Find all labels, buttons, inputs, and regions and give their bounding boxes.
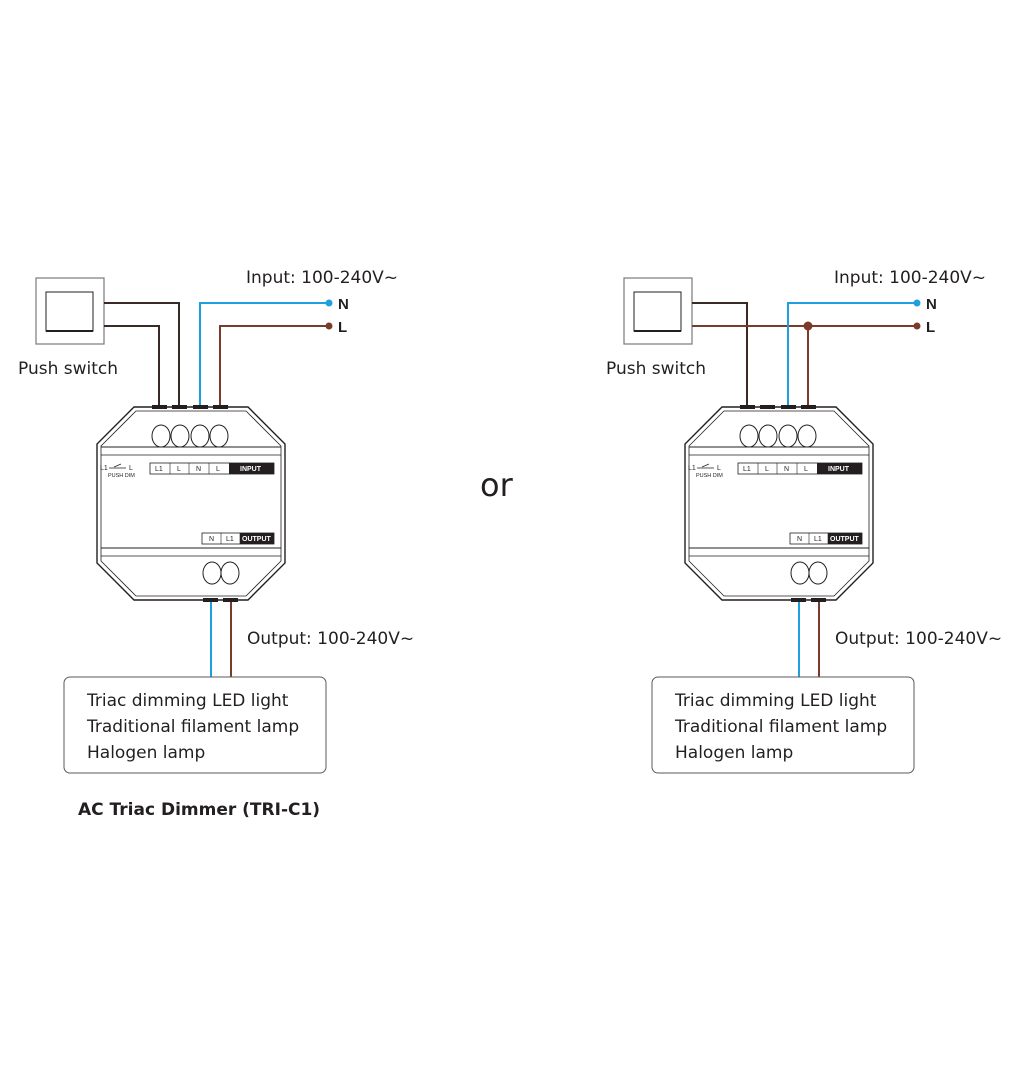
live-input-wire [219, 325, 329, 407]
neutral-terminal-dot [325, 299, 333, 307]
input-n-label: N [338, 296, 349, 313]
output-terminal-strip: N L1 OUTPUT [789, 532, 863, 545]
load-item: Triac dimming LED light [86, 691, 289, 711]
push-switch [623, 277, 693, 345]
push-switch-label: Push switch [606, 359, 706, 379]
input-terminal-3: N [784, 466, 789, 473]
input-terminal-2: L [177, 466, 181, 473]
input-terminal-3: N [196, 466, 201, 473]
switch-legend-sub: PUSH DIM [696, 473, 723, 479]
input-voltage-label: Input: 100-240V~ [246, 268, 398, 288]
input-terminal-1: L1 [743, 466, 751, 473]
input-n-label: N [926, 296, 937, 313]
output-terminal-strip: N L1 OUTPUT [201, 532, 275, 545]
input-terminal-strip: L1 L N L INPUT [737, 462, 863, 475]
switch-legend-l: L [717, 465, 721, 472]
output-terminal-1: N [797, 536, 802, 543]
input-terminal-4: L [804, 466, 808, 473]
input-terminal-2: L [765, 466, 769, 473]
load-item: Halogen lamp [675, 743, 793, 763]
live-terminal-dot [325, 322, 333, 330]
neutral-input-wire [199, 302, 329, 407]
load-item: Triac dimming LED light [674, 691, 877, 711]
load-box: Triac dimming LED light Traditional fila… [63, 676, 327, 774]
or-separator: or [480, 466, 514, 504]
output-tag: OUTPUT [830, 536, 860, 543]
switch-legend-sub: PUSH DIM [108, 473, 135, 479]
input-terminal-1: L1 [155, 466, 163, 473]
input-l-label: L [926, 319, 935, 336]
load-item: Halogen lamp [87, 743, 205, 763]
input-tag: INPUT [240, 466, 262, 473]
live-terminal-dot [913, 322, 921, 330]
output-terminal-1: N [209, 536, 214, 543]
switch-wire-l1 [692, 302, 748, 407]
input-voltage-label: Input: 100-240V~ [834, 268, 986, 288]
load-box: Triac dimming LED light Traditional fila… [651, 676, 915, 774]
output-voltage-label: Output: 100-240V~ [247, 629, 414, 649]
dimmer-device: L1 L PUSH DIM L1 L N L INPUT [684, 405, 874, 602]
input-terminal-4: L [216, 466, 220, 473]
output-voltage-label: Output: 100-240V~ [835, 629, 1002, 649]
load-item: Traditional filament lamp [674, 717, 887, 737]
switch-legend-l1: L1 [100, 465, 108, 472]
load-item: Traditional filament lamp [86, 717, 299, 737]
live-junction-dot [803, 321, 813, 331]
switch-wire-l [104, 325, 160, 407]
switch-wire-l1 [104, 302, 180, 407]
output-terminal-2: L1 [814, 536, 822, 543]
input-tag: INPUT [828, 466, 850, 473]
output-terminal-2: L1 [226, 536, 234, 543]
diagram-right: Push switch Input: 100-240V~ N L [606, 268, 1002, 774]
input-l-label: L [338, 319, 347, 336]
neutral-input-wire [787, 302, 917, 407]
diagram-left: Push switch Input: 100-240V~ N L [18, 268, 414, 820]
diagram-title: AC Triac Dimmer (TRI-C1) [78, 800, 320, 820]
neutral-terminal-dot [913, 299, 921, 307]
push-switch [35, 277, 105, 345]
dimmer-device: L1 L PUSH DIM L1 L N L INPUT [96, 405, 286, 602]
switch-legend-l1: L1 [688, 465, 696, 472]
output-tag: OUTPUT [242, 536, 272, 543]
input-terminal-strip: L1 L N L INPUT [149, 462, 275, 475]
push-switch-label: Push switch [18, 359, 118, 379]
switch-legend-l: L [129, 465, 133, 472]
